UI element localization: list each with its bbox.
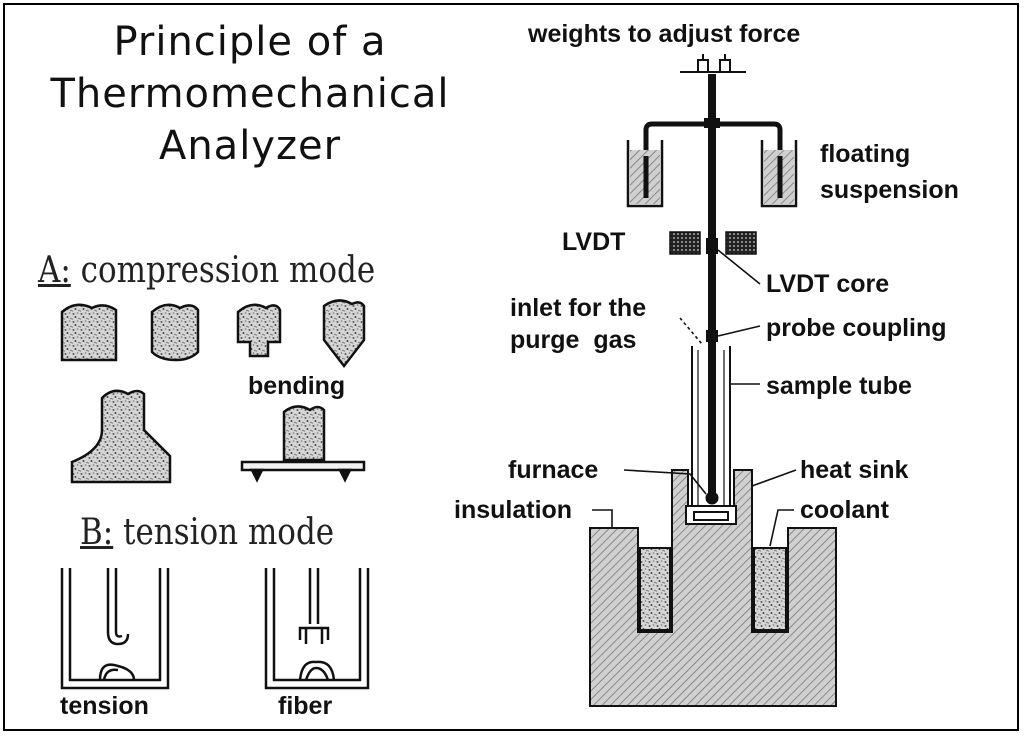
coolant-label: coolant [800, 496, 889, 524]
furnace-base [589, 469, 837, 707]
inlet-label-2: purge gas [510, 326, 637, 354]
furnace-label: furnace [508, 456, 599, 484]
tension-text: tension mode [113, 512, 335, 553]
lvdt-coils [669, 231, 757, 255]
floating-label-1: floating [820, 140, 911, 168]
bending-label: bending [248, 372, 346, 400]
compression-text: compression mode [70, 250, 376, 291]
weights-label: weights to adjust force [528, 20, 801, 48]
sample-flat-2 [150, 303, 200, 362]
floating-label-2: suspension [820, 176, 959, 204]
compression-mode-heading: A: compression mode [38, 250, 375, 291]
leader-lvdt-core [717, 249, 761, 285]
leader-probe-coupling [717, 325, 761, 337]
compression-letter: A: [38, 250, 71, 291]
leader-coolant [769, 509, 794, 547]
leader-insulation [592, 509, 613, 528]
insulation-label: insulation [454, 496, 573, 524]
tension-mode-heading: B: tension mode [80, 512, 334, 553]
probe-rod [704, 74, 720, 505]
compression-samples [60, 299, 366, 484]
fiber-label: fiber [278, 692, 333, 720]
title-line-2: Thermomechanical [50, 71, 450, 117]
sample-bending-block [282, 405, 326, 462]
lvdt-core-label: LVDT core [766, 270, 890, 298]
lvdt-label: LVDT [562, 228, 626, 256]
leader-heat-sink [751, 469, 797, 487]
leader-furnace [623, 469, 707, 495]
tension-label: tension [60, 692, 149, 720]
sample-step-probe [236, 303, 282, 358]
fiber-fixture [264, 568, 370, 690]
leader-lines [592, 249, 797, 547]
bending-support [240, 460, 366, 483]
tension-letter: B: [80, 512, 114, 553]
inlet-label-1: inlet for the [510, 294, 647, 322]
heat-sink-label: heat sink [800, 456, 909, 484]
sample-cone-probe [322, 299, 366, 369]
probe-coupling-label: probe coupling [766, 314, 947, 342]
diagram-frame [3, 3, 1019, 731]
weights-platform [680, 54, 746, 73]
leader-inlet [679, 317, 703, 345]
page-title: Principle of a Thermomechanical Analyzer [10, 16, 490, 172]
tension-fixture [60, 568, 170, 690]
title-line-1: Principle of a [113, 19, 387, 65]
sample-flat-1 [60, 303, 118, 362]
title-line-3: Analyzer [158, 123, 342, 169]
sample-wide-base [70, 389, 172, 484]
sample-tube-label: sample tube [766, 372, 912, 400]
